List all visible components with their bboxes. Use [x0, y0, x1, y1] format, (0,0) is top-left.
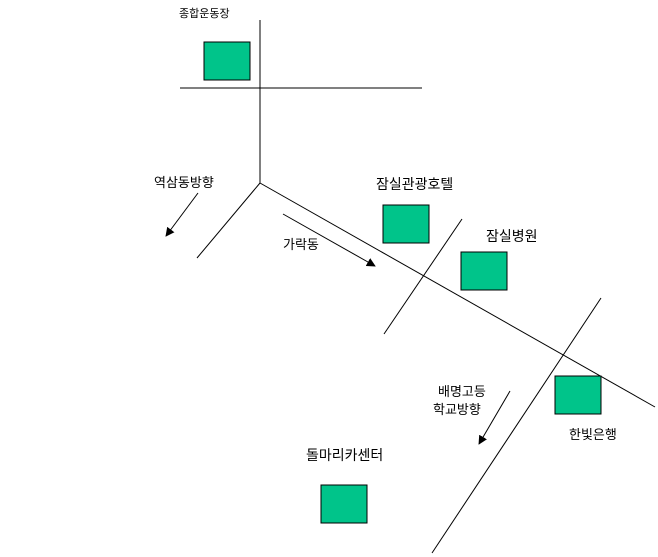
- label-garak-dong: 가락동: [283, 238, 319, 253]
- arrow-baemyeong: [478, 390, 511, 445]
- label-baemyeong-line2: 학교방향: [433, 403, 481, 418]
- arrow-yeoksam: [165, 192, 199, 237]
- label-hanbit-bank: 한빛은행: [569, 427, 617, 443]
- label-jamsil-hotel: 잠실관광호텔: [376, 177, 453, 193]
- building-jamsil-hospital: [460, 251, 508, 291]
- label-dolmari-car-center: 돌마리카센터: [306, 448, 383, 464]
- label-sports-complex: 종합운동장: [179, 7, 230, 20]
- building-sports-complex: [203, 41, 251, 81]
- road-southwest-branch: [196, 182, 261, 259]
- road-main-diagonal: [259, 182, 656, 408]
- arrow-garak: [282, 213, 376, 267]
- building-jamsil-hotel: [382, 204, 430, 244]
- label-yeoksam-direction: 역삼동방향: [154, 176, 214, 191]
- building-hanbit-bank: [554, 375, 602, 415]
- label-jamsil-hospital: 잠실병원: [486, 229, 538, 245]
- label-baemyeong-line1: 배명고등: [438, 385, 486, 400]
- building-dolmari-car-center: [320, 484, 368, 524]
- road-cross-east: [431, 297, 602, 554]
- road-cross-middle: [383, 218, 463, 335]
